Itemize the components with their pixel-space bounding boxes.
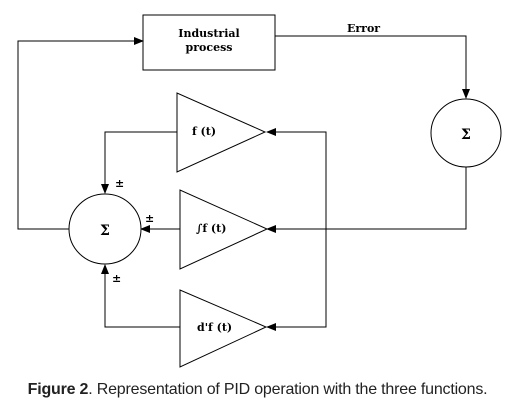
sign-mid: ±	[145, 212, 154, 225]
feedback-line-main	[266, 167, 467, 233]
figure-label: Figure 2	[27, 381, 89, 398]
output-to-process-line	[17, 37, 144, 230]
derivative-block	[179, 289, 268, 368]
distribution-line-top	[266, 128, 327, 229]
error-signal-line	[275, 35, 470, 99]
sign-top: ±	[115, 177, 124, 190]
summing-left-symbol: Σ	[100, 223, 110, 239]
industrial-process-box	[142, 14, 276, 71]
bottom-to-sum-line	[101, 264, 180, 328]
pid-diagram: Industrial process Error Σ f (t) ∫f (t) …	[17, 14, 502, 368]
sign-bottom: ±	[112, 272, 121, 285]
block-top-label: f (t)	[192, 125, 216, 138]
proportional-block	[176, 92, 267, 173]
industrial-process-label-line1: Industrial	[178, 27, 239, 40]
distribution-line-bottom	[266, 229, 327, 331]
figure-caption-text: . Representation of PID operation with t…	[88, 381, 488, 398]
error-label: Error	[347, 22, 380, 35]
summing-right-symbol: Σ	[461, 127, 471, 143]
industrial-process-label-line2: process	[186, 41, 233, 54]
figure-caption: Figure 2. Representation of PID operatio…	[0, 381, 515, 399]
block-mid-label: ∫f (t)	[196, 222, 226, 235]
top-to-sum-line	[101, 131, 177, 194]
block-bottom-label: d'f (t)	[197, 321, 232, 334]
